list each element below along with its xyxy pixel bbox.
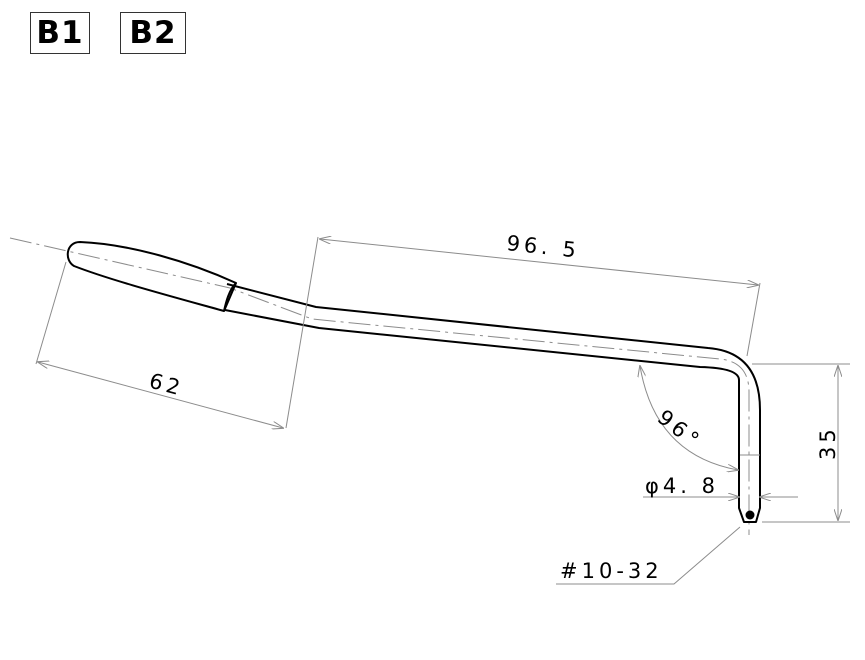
bend-angle-label: 96°: [653, 405, 707, 454]
variant-b2-button[interactable]: B2: [120, 12, 186, 54]
variant-b1-button[interactable]: B1: [30, 12, 90, 54]
thread-spec-label: #10-32: [560, 559, 663, 583]
thread-leader: [556, 526, 741, 585]
drop-height-label: 35: [816, 425, 840, 460]
thread-hole: [745, 510, 755, 520]
bend-angle-dimension: [640, 366, 738, 470]
overall-length-label: 96. 5: [505, 231, 581, 263]
grip-length-dimension: [35, 261, 283, 428]
rod-diameter-label: φ4. 8: [645, 474, 719, 498]
grip-length-label: 62: [147, 369, 187, 401]
grip-handle: [66, 241, 237, 312]
drop-height-dimension: [752, 363, 850, 523]
overall-length-dimension: [285, 237, 761, 429]
